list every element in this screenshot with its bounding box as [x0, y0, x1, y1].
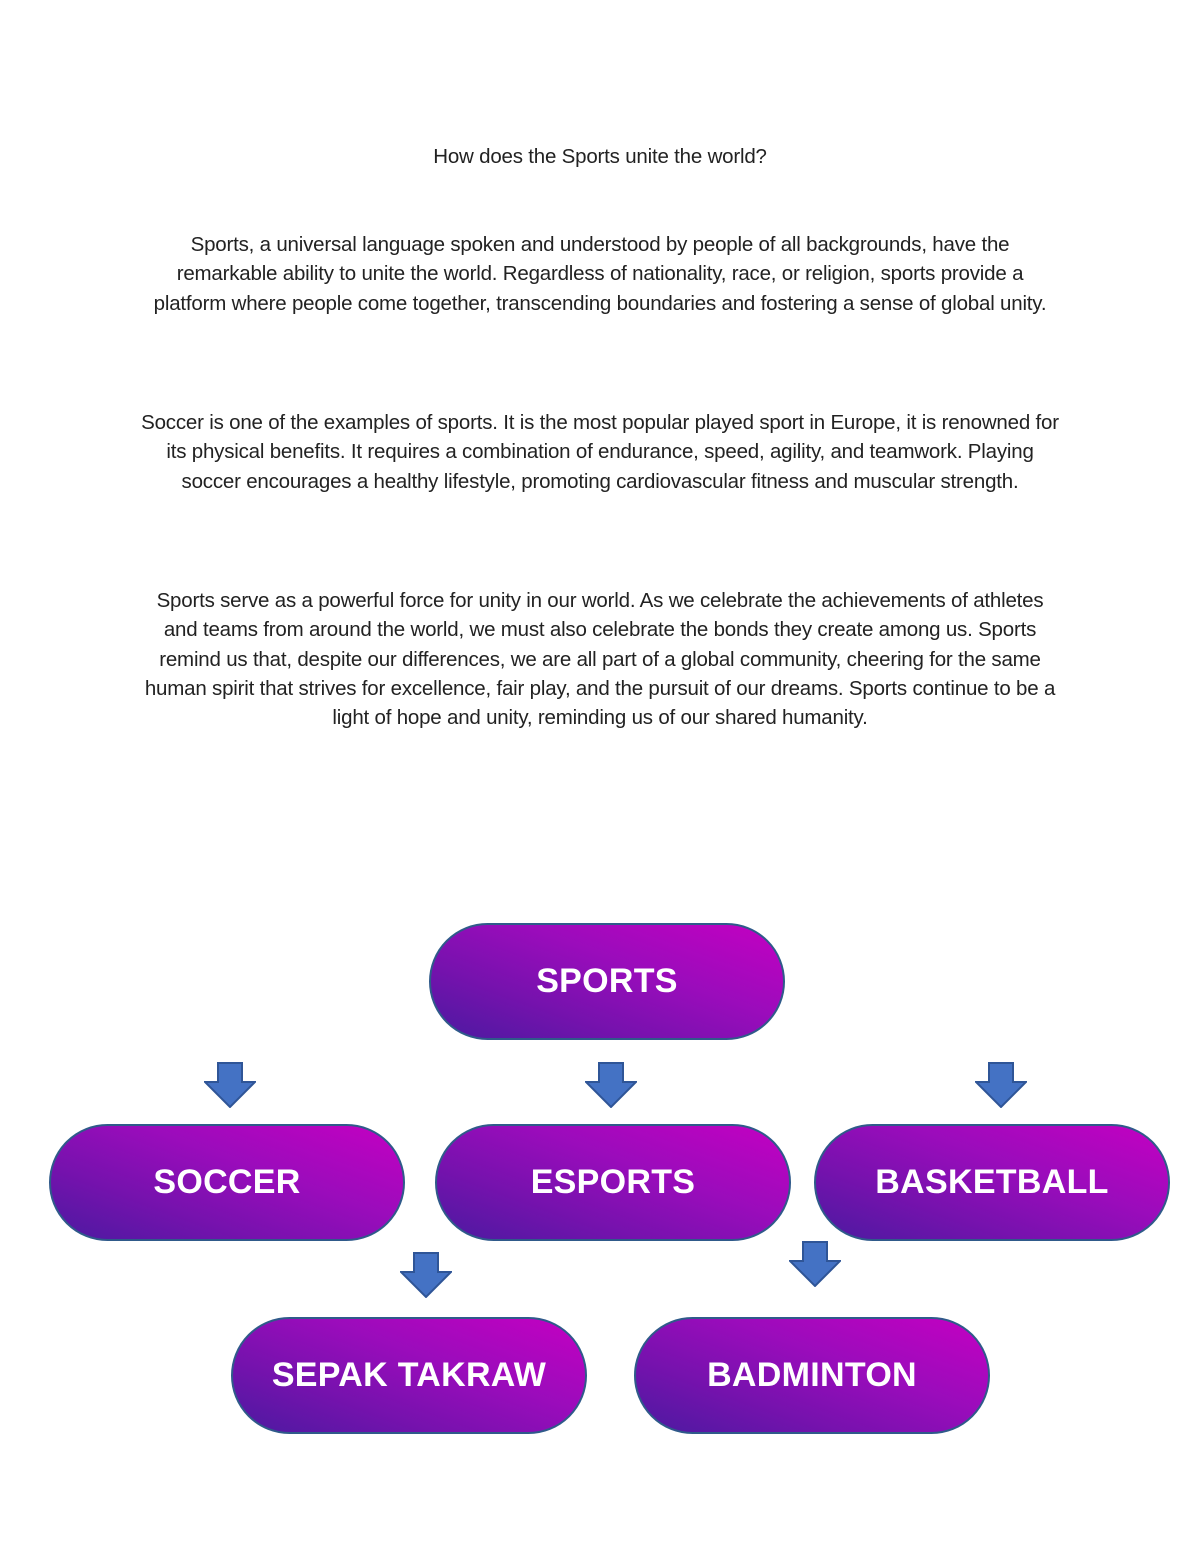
down-arrow-icon — [975, 1062, 1027, 1108]
node-esports[interactable]: ESPORTS — [435, 1124, 791, 1241]
node-soccer[interactable]: SOCCER — [49, 1124, 405, 1241]
paragraph-unity: Sports serve as a powerful force for uni… — [144, 589, 1056, 730]
node-badminton[interactable]: BADMINTON — [634, 1317, 990, 1434]
node-sports[interactable]: SPORTS — [429, 923, 785, 1040]
down-arrow-icon — [204, 1062, 256, 1108]
down-arrow-icon — [585, 1062, 637, 1108]
node-label: BADMINTON — [707, 1356, 917, 1394]
down-arrow-icon — [400, 1252, 452, 1298]
node-sepak-takraw[interactable]: SEPAK TAKRAW — [231, 1317, 587, 1434]
document-title: How does the Sports unite the world? — [433, 145, 767, 168]
paragraph-soccer: Soccer is one of the examples of sports.… — [141, 411, 1059, 493]
paragraph-intro: Sports, a universal language spoken and … — [153, 233, 1047, 315]
node-label: SPORTS — [536, 962, 678, 1000]
node-basketball[interactable]: BASKETBALL — [814, 1124, 1170, 1241]
node-label: BASKETBALL — [875, 1163, 1109, 1201]
node-label: SOCCER — [153, 1163, 301, 1201]
node-label: ESPORTS — [530, 1163, 696, 1201]
down-arrow-icon — [789, 1241, 841, 1287]
node-label: SEPAK TAKRAW — [271, 1356, 547, 1394]
